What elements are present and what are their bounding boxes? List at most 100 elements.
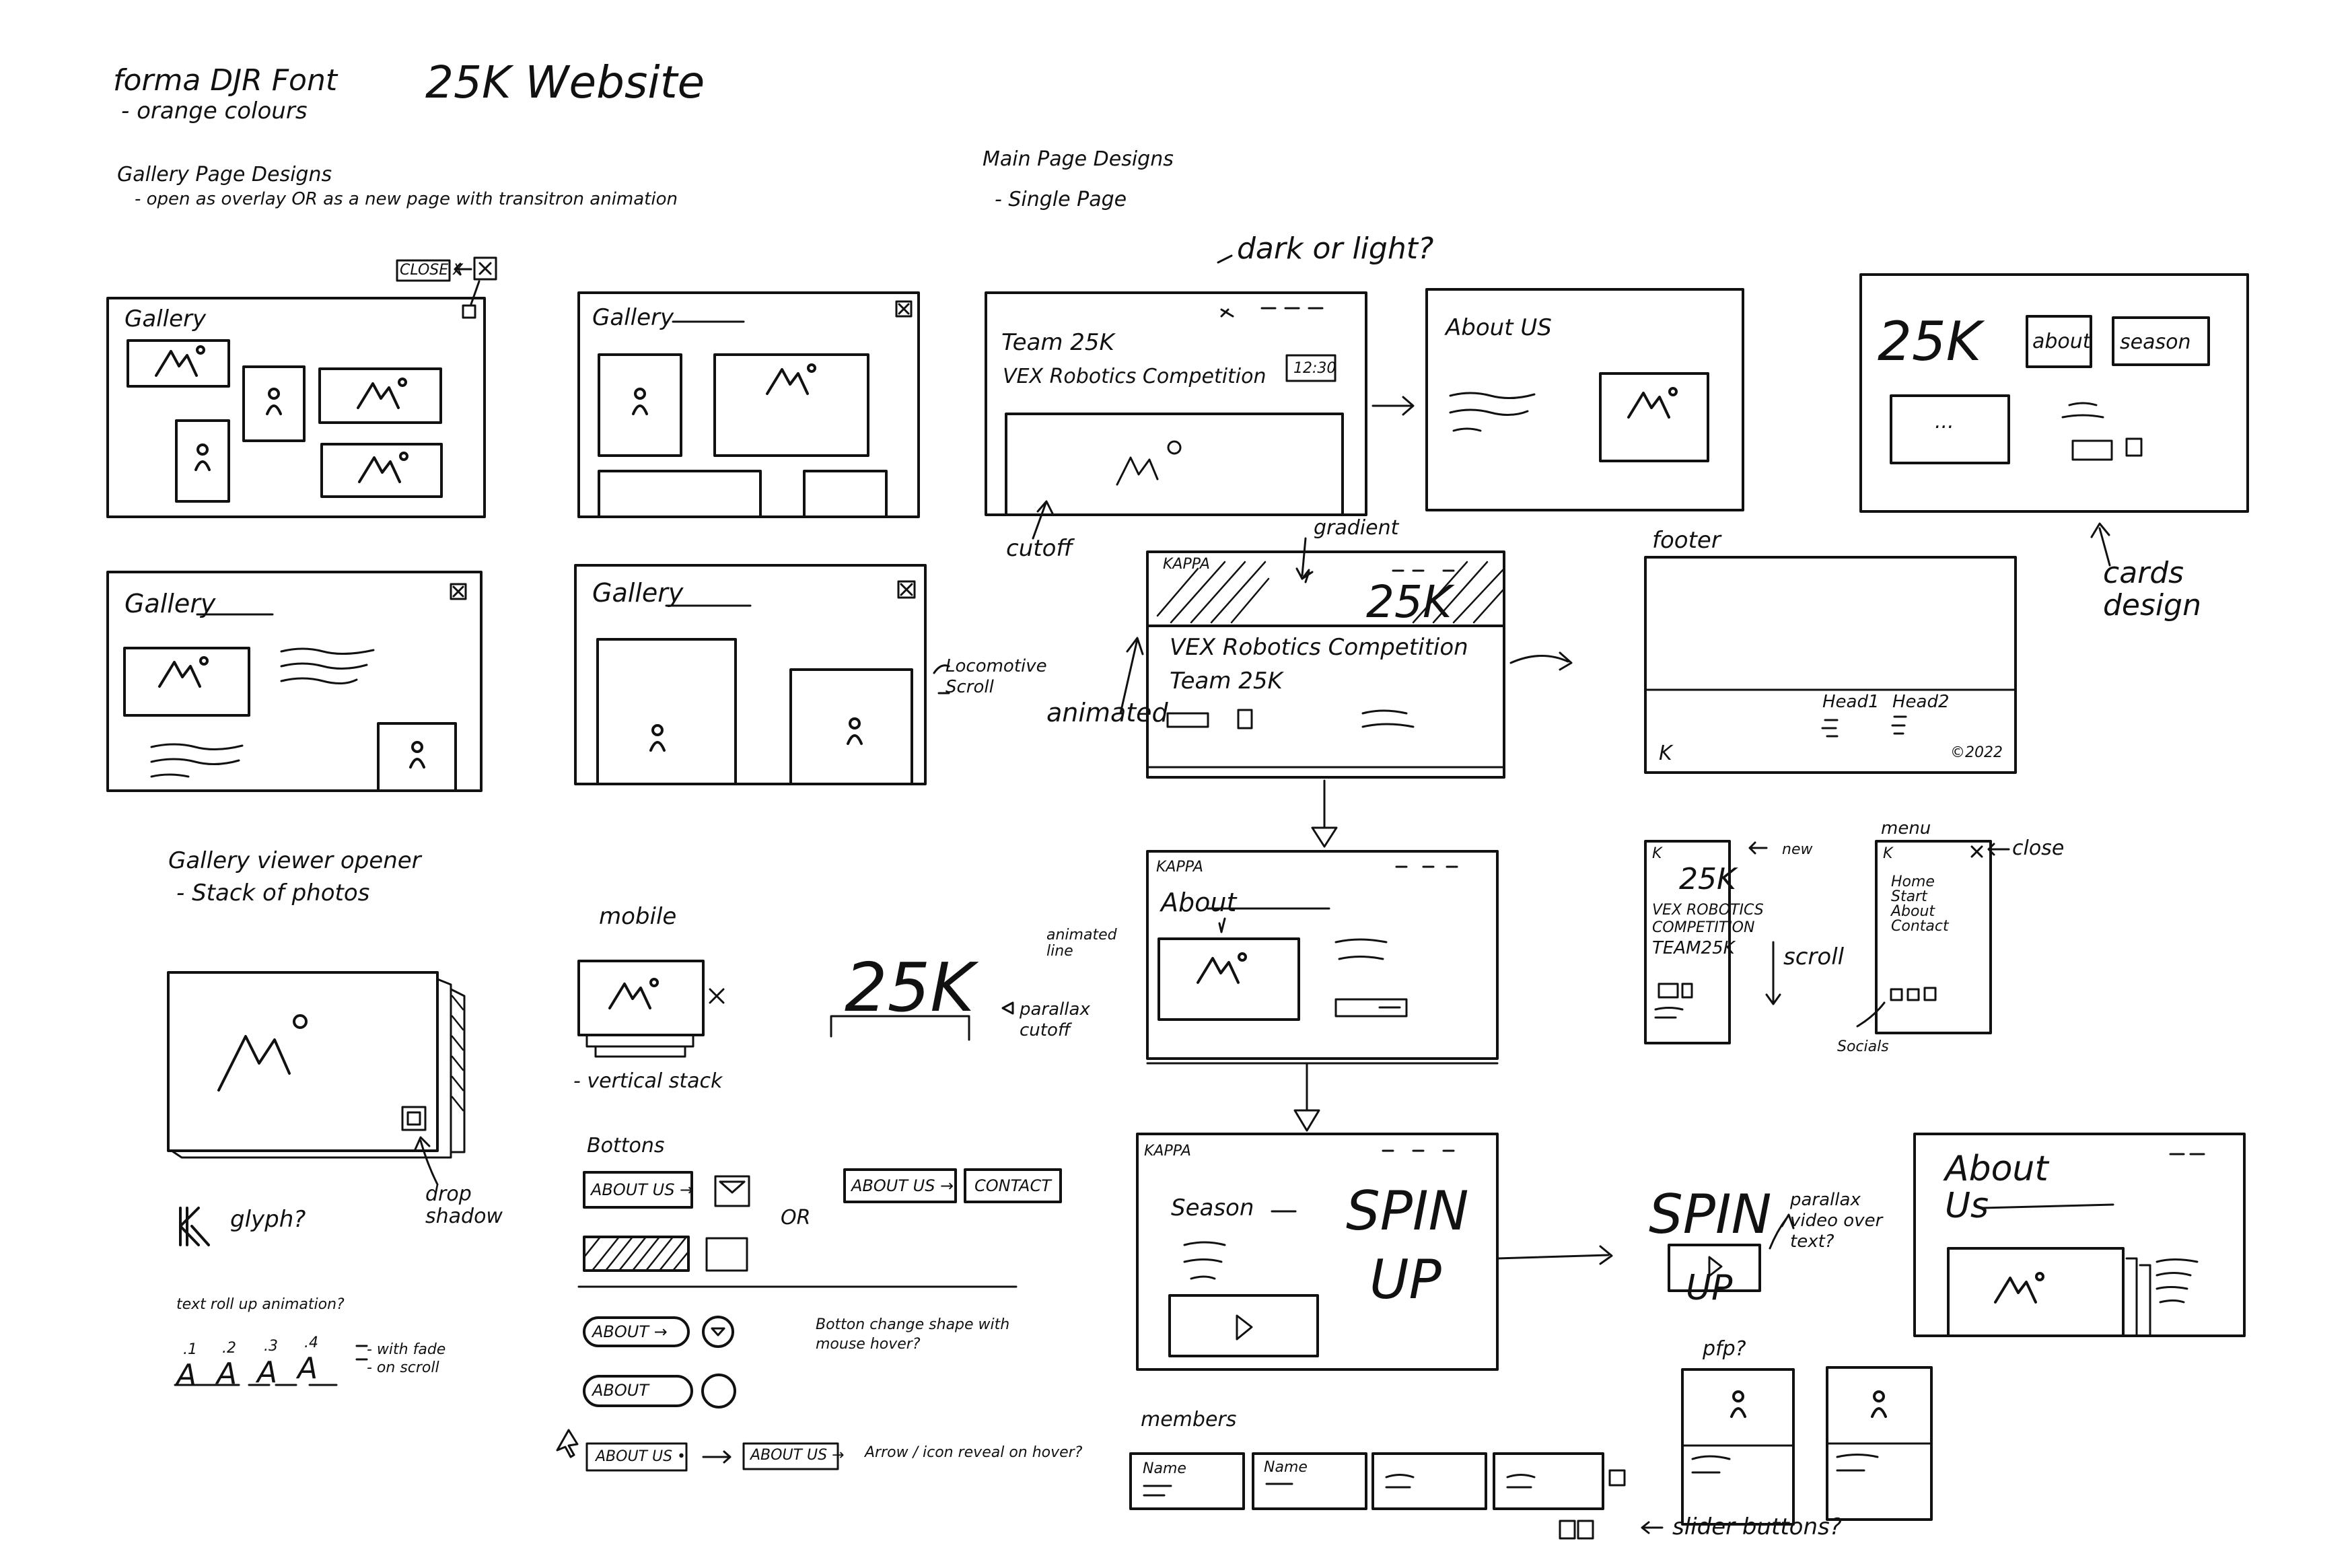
shape-note: Botton change shape with mouse hover? <box>816 1316 1010 1353</box>
gradient-note: gradient <box>1314 516 1399 540</box>
text-rollup-sketch <box>174 1345 368 1386</box>
rollup-frame-1: .1 <box>183 1341 197 1358</box>
hero-team: Team 25K <box>1001 329 1114 356</box>
spin-text: SPIN <box>1346 1180 1469 1242</box>
mobile-new-note: new <box>1782 841 1813 858</box>
hero-vex-2: VEX Robotics Competition <box>1170 634 1468 661</box>
season-frame <box>1136 1133 1613 1371</box>
drop-shadow-note: drop shadow <box>425 1182 503 1228</box>
members-title: members <box>1141 1408 1237 1431</box>
rollup-frame-3: .3 <box>264 1338 278 1355</box>
menu-item-start[interactable]: Start <box>1891 888 1927 905</box>
hero-logo: 25K <box>1366 576 1452 628</box>
glyph-note: glyph? <box>230 1206 306 1233</box>
gallery-frame-2-title: Gallery <box>592 304 674 331</box>
reveal-note: Arrow / icon reveal on hover? <box>865 1444 1083 1461</box>
menu-title: menu <box>1881 818 1931 839</box>
gallery-section-title: Gallery Page Designs <box>117 163 332 186</box>
mobile-title: mobile <box>599 903 677 930</box>
hero-team-2: Team 25K <box>1170 668 1283 694</box>
project-title: 25K Website <box>425 57 705 108</box>
footer-copyright: ©2022 <box>1950 744 2003 761</box>
rollup-frame-2: .2 <box>222 1340 236 1357</box>
about-us-heading: About US <box>1446 314 1552 341</box>
menu-item-contact[interactable]: Contact <box>1891 918 1949 935</box>
gallery-frame-1 <box>106 256 497 518</box>
rollup-letter-1: A <box>176 1358 197 1392</box>
season-heading: Season <box>1171 1195 1254 1221</box>
menu-item-about[interactable]: About <box>1891 903 1935 920</box>
card-season[interactable]: season <box>2120 330 2191 354</box>
menu-item-home[interactable]: Home <box>1891 874 1935 890</box>
pfp-cards <box>1681 1366 1933 1526</box>
mobile-scroll-note: scroll <box>1783 943 1845 970</box>
main-title: Main Page Designs <box>983 147 1174 171</box>
menu-k: K <box>1883 845 1893 862</box>
rollup-letter-4: A <box>297 1351 318 1386</box>
about-us-button[interactable]: ABOUT US → <box>591 1180 694 1199</box>
member-name-1: Name <box>1143 1460 1186 1477</box>
menu-close-note: close <box>2012 836 2065 860</box>
about-section-frame <box>1146 850 1499 1132</box>
rollup-on-scroll: - on scroll <box>367 1359 439 1376</box>
main-hero-frame <box>985 254 1415 540</box>
rollup-letter-2: A <box>217 1357 238 1391</box>
cutoff-note: cutoff <box>1006 535 1073 562</box>
mobile-logo: 25K <box>1679 862 1736 896</box>
card-dots: ... <box>1935 410 1954 433</box>
about-us-arrow-button[interactable]: ABOUT US → <box>750 1447 845 1464</box>
about-us-button-alt[interactable]: ABOUT US → <box>851 1176 954 1195</box>
footer-head1: Head1 <box>1822 692 1880 712</box>
about-us-frame <box>1425 288 1744 511</box>
kappa-label-1: KAPPA <box>1163 556 1210 573</box>
gallery-frame-4 <box>574 564 950 785</box>
parallax-note: parallax cutoff <box>1020 999 1090 1041</box>
cards-logo: 25K <box>1878 310 1982 373</box>
dark-light-note: dark or light? <box>1237 231 1434 266</box>
buttons-title: Bottons <box>587 1134 665 1157</box>
main-subtitle: - Single Page <box>995 188 1127 211</box>
about-pill-button[interactable]: ABOUT → <box>592 1322 668 1341</box>
gallery-frame-3-title: Gallery <box>124 589 216 618</box>
gallery-frame-2 <box>577 291 920 518</box>
mobile-line-3: TEAM25K <box>1652 938 1735 958</box>
font-note: forma DJR Font <box>113 63 338 98</box>
gallery-frame-1-title: Gallery <box>124 306 207 332</box>
pfp-note: pfp? <box>1703 1337 1746 1361</box>
member-name-2: Name <box>1264 1459 1308 1476</box>
rollup-title: text roll up animation? <box>176 1296 345 1313</box>
mobile-sketch <box>577 960 1014 1058</box>
footer-note: footer <box>1652 527 1721 554</box>
cards-frame <box>1859 273 2249 567</box>
kappa-label-3: KAPPA <box>1144 1143 1191 1160</box>
gallery-section-note: - open as overlay OR as a new page with … <box>135 189 678 209</box>
mobile-screens <box>1644 840 2010 1044</box>
about-heading: About <box>1161 888 1237 917</box>
mobile-k: K <box>1652 845 1662 862</box>
parallax-logo: 25K <box>845 948 974 1027</box>
parallax-video-note: parallax video over text? <box>1790 1190 1883 1252</box>
animated-note: animated <box>1046 698 1168 727</box>
contact-button[interactable]: CONTACT <box>974 1176 1051 1195</box>
about-us-dot-button[interactable]: ABOUT US • <box>596 1448 686 1465</box>
gallery-frame-4-title: Gallery <box>592 578 684 608</box>
about-us-large-frame <box>1913 1133 2246 1337</box>
mobile-line-1: VEX ROBOTICS <box>1652 902 1764 919</box>
mobile-line-2: COMPETITION <box>1652 919 1755 936</box>
rollup-letter-3: A <box>257 1355 278 1390</box>
rollup-with-fade: - with fade <box>367 1341 446 1358</box>
about-plain-button[interactable]: ABOUT <box>592 1381 649 1400</box>
viewer-title: Gallery viewer opener <box>168 847 421 874</box>
cards-note: cards design <box>2103 556 2201 623</box>
close-label: CLOSE X <box>400 262 464 279</box>
buttons-sketch <box>556 1168 1062 1472</box>
card-about[interactable]: about <box>2032 330 2091 353</box>
spin-up-video <box>1668 1213 1795 1292</box>
footer-frame <box>1644 556 2017 774</box>
hero-vex: VEX Robotics Competition <box>1003 365 1267 388</box>
about-us-large-heading: About Us <box>1945 1149 2048 1226</box>
up-text: UP <box>1369 1248 1441 1311</box>
vertical-stack-note: - vertical stack <box>573 1069 723 1093</box>
gradient-hero-frame <box>1119 537 1573 848</box>
